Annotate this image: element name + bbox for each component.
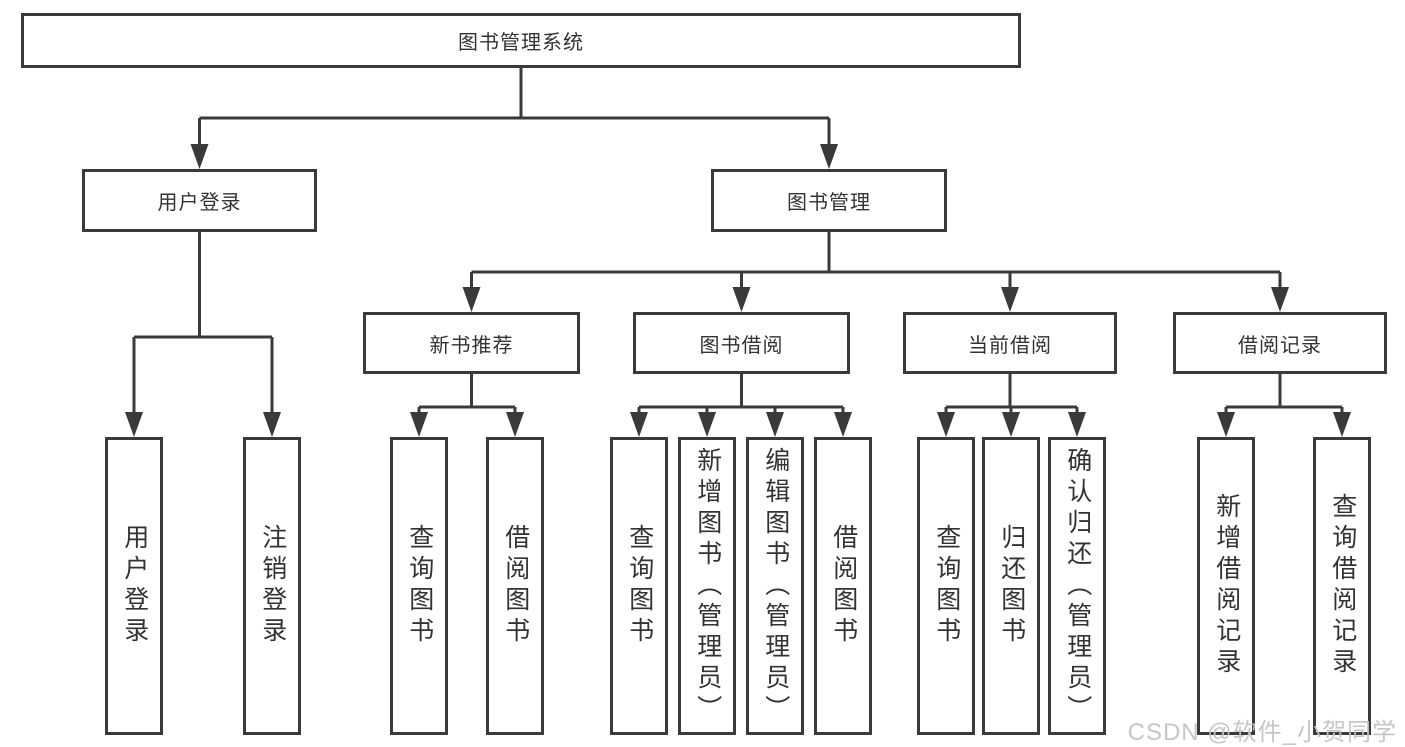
tree-connectors bbox=[132, 68, 1344, 419]
leaf-label: 借阅图书 bbox=[501, 524, 530, 648]
leaf-label: 归还图书 bbox=[997, 524, 1026, 648]
csdn-watermark: CSDN @软件_小贺同学 bbox=[1127, 719, 1397, 746]
node-book-management: 图书管理 bbox=[711, 169, 947, 232]
leaf-label: 新增图书（管理员） bbox=[693, 446, 722, 726]
leaf-label: 查询借阅记录 bbox=[1328, 493, 1357, 679]
node-current-borrowing: 当前借阅 bbox=[903, 312, 1117, 374]
node-new-book-recommend: 新书推荐 bbox=[363, 312, 580, 374]
leaf-edit-books-admin: 编辑图书（管理员） bbox=[746, 437, 804, 735]
leaf-label: 查询图书 bbox=[932, 524, 961, 648]
leaf-label: 查询图书 bbox=[625, 524, 654, 648]
node-library-system-root: 图书管理系统 bbox=[21, 13, 1021, 68]
node-label: 用户登录 bbox=[157, 192, 242, 214]
node-label: 图书管理 bbox=[787, 192, 871, 214]
node-label: 借阅记录 bbox=[1238, 334, 1322, 357]
leaf-label: 新增借阅记录 bbox=[1212, 493, 1241, 679]
leaf-label: 注销登录 bbox=[258, 524, 287, 648]
leaf-label: 查询图书 bbox=[405, 524, 434, 648]
leaf-add-borrow-record: 新增借阅记录 bbox=[1197, 437, 1255, 735]
leaf-query-books-current: 查询图书 bbox=[917, 437, 975, 735]
leaf-label: 借阅图书 bbox=[829, 524, 858, 648]
leaf-query-borrow-record: 查询借阅记录 bbox=[1313, 437, 1371, 735]
leaf-logout: 注销登录 bbox=[243, 437, 301, 735]
leaf-query-books-borrowing: 查询图书 bbox=[610, 437, 668, 735]
leaf-label: 确认归还（管理员） bbox=[1063, 446, 1092, 726]
node-user-login: 用户登录 bbox=[82, 169, 317, 232]
node-label: 当前借阅 bbox=[968, 334, 1052, 357]
leaf-query-books-recommend: 查询图书 bbox=[390, 437, 448, 735]
leaf-borrow-books: 借阅图书 bbox=[814, 437, 872, 735]
node-label: 图书管理系统 bbox=[458, 32, 584, 54]
node-book-borrowing: 图书借阅 bbox=[633, 312, 850, 374]
node-label: 新书推荐 bbox=[429, 334, 514, 357]
leaf-confirm-return-admin: 确认归还（管理员） bbox=[1048, 437, 1106, 735]
node-borrow-records: 借阅记录 bbox=[1173, 312, 1387, 374]
node-label: 图书借阅 bbox=[699, 334, 784, 357]
leaf-borrow-books-recommend: 借阅图书 bbox=[486, 437, 544, 735]
leaf-label: 编辑图书（管理员） bbox=[761, 446, 790, 726]
leaf-add-books-admin: 新增图书（管理员） bbox=[678, 437, 736, 735]
arrowheads bbox=[125, 144, 1351, 437]
leaf-return-books: 归还图书 bbox=[982, 437, 1040, 735]
leaf-user-login: 用户登录 bbox=[105, 437, 163, 735]
leaf-label: 用户登录 bbox=[120, 524, 149, 648]
